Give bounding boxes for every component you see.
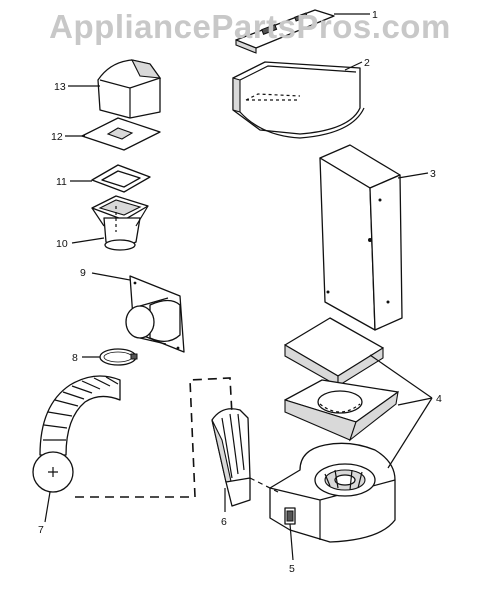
leader-lines xyxy=(44,13,433,561)
part-8-clamp[interactable] xyxy=(99,348,138,366)
part-1-bracket[interactable] xyxy=(235,9,335,54)
part-11-frame[interactable] xyxy=(91,164,151,193)
part-5-switch[interactable] xyxy=(284,507,296,525)
part-2-top-collar[interactable] xyxy=(232,61,365,139)
part-4-plate-upper[interactable] xyxy=(284,317,384,387)
part-3-housing[interactable] xyxy=(319,144,403,331)
callout-12: 12 xyxy=(51,131,63,143)
part-7-flex-duct[interactable] xyxy=(32,375,121,493)
part-10-transition[interactable] xyxy=(91,195,149,251)
callout-3: 3 xyxy=(430,168,436,180)
part-9-adapter-plate[interactable] xyxy=(125,275,185,353)
part-13-elbow[interactable] xyxy=(97,59,162,119)
callout-6: 6 xyxy=(221,516,227,528)
part-6-transition[interactable] xyxy=(211,408,279,507)
callout-11: 11 xyxy=(56,176,67,188)
connection-dashed-line xyxy=(75,377,233,498)
callout-5: 5 xyxy=(289,563,295,575)
callout-9: 9 xyxy=(80,267,86,279)
callout-4: 4 xyxy=(436,393,442,405)
callout-labels: 1 2 3 4 5 6 7 8 9 10 11 12 13 xyxy=(38,9,442,575)
callout-7: 7 xyxy=(38,524,44,536)
callout-2: 2 xyxy=(364,57,370,69)
callout-8: 8 xyxy=(72,352,78,364)
part-12-gasket[interactable] xyxy=(81,117,161,151)
part-4-blower[interactable] xyxy=(269,442,396,543)
callout-1: 1 xyxy=(372,9,378,21)
callout-10: 10 xyxy=(56,238,68,250)
part-4-plate-lower[interactable] xyxy=(284,379,399,442)
callout-13: 13 xyxy=(54,81,66,93)
